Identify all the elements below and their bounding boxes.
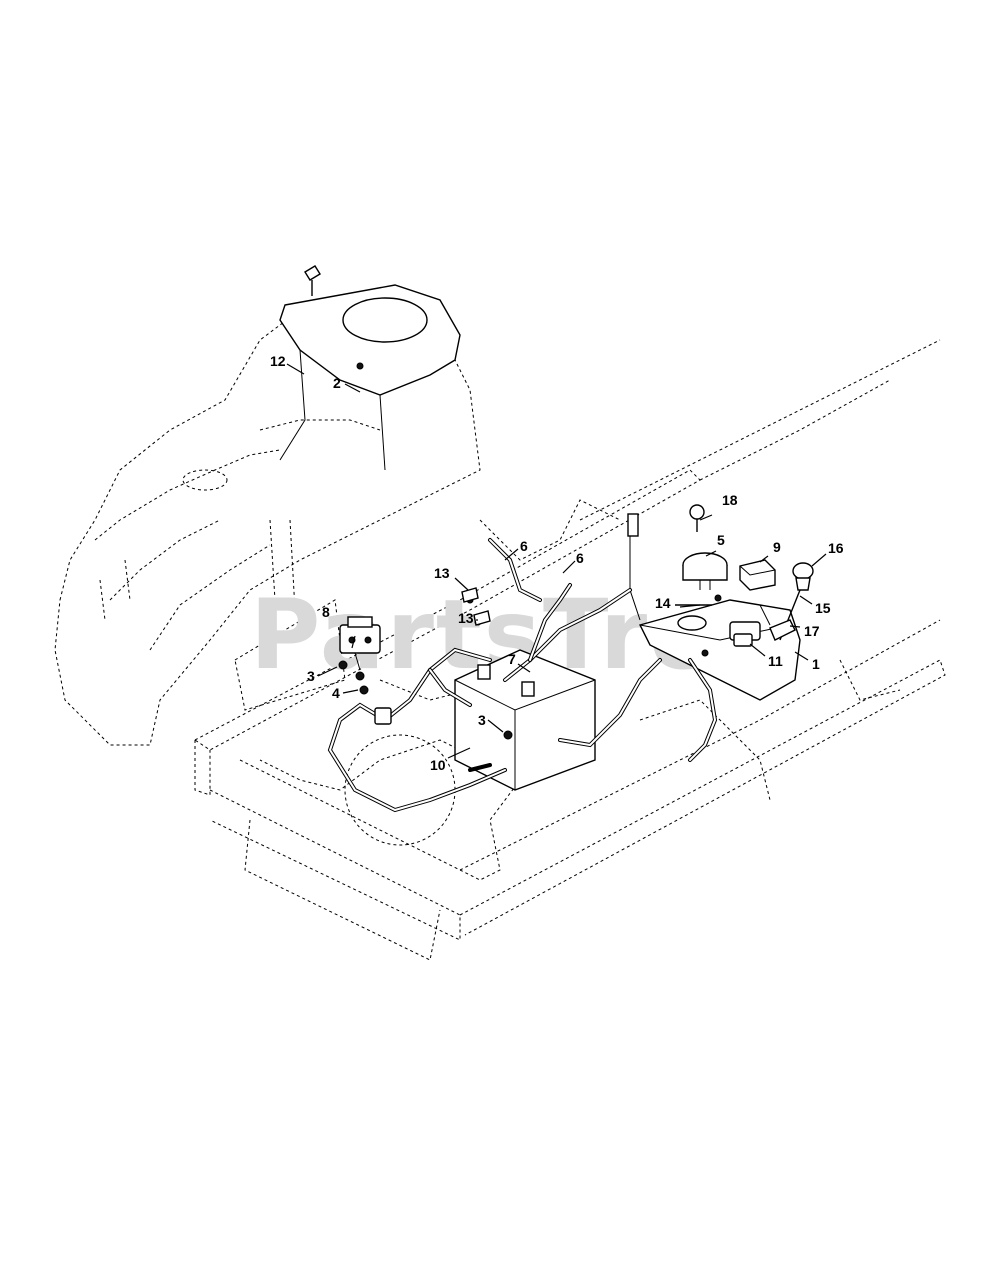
callout-17: 17: [804, 623, 820, 639]
callout-13-upper: 13: [434, 565, 450, 581]
ignition-switch: [682, 552, 728, 590]
battery: [454, 649, 596, 791]
seat-shell: [54, 289, 481, 746]
solenoid: [339, 616, 381, 681]
callout-9: 9: [773, 539, 781, 555]
rocker-switch: [739, 559, 776, 591]
callout-3-battery: 3: [478, 712, 486, 728]
bracket-17: [769, 619, 796, 641]
callout-15: 15: [815, 600, 831, 616]
frame-chassis: [194, 339, 946, 961]
callout-13-lower: 13: [458, 610, 474, 626]
wire-clips: [461, 587, 491, 626]
control-console: [627, 513, 801, 701]
ignition-key: [689, 504, 705, 532]
callout-labels: 12 2 18 5 9 16 6 6 13 13 14 15 17 8 7 11…: [270, 353, 844, 773]
callout-16: 16: [828, 540, 844, 556]
callout-8: 8: [322, 604, 330, 620]
callout-12: 12: [270, 353, 286, 369]
callout-6-upper: 6: [520, 538, 528, 554]
callout-5: 5: [717, 532, 725, 548]
callout-3-left: 3: [307, 668, 315, 684]
callout-6-lower: 6: [576, 550, 584, 566]
wire-harness: [327, 538, 718, 813]
callout-2: 2: [333, 375, 341, 391]
callout-10: 10: [430, 757, 446, 773]
callout-4: 4: [332, 685, 340, 701]
callout-18: 18: [722, 492, 738, 508]
dash-panel: [279, 284, 461, 471]
leader-lines: [286, 363, 827, 759]
callout-11: 11: [768, 653, 783, 669]
throttle-knob: [779, 562, 814, 641]
callout-14: 14: [655, 595, 671, 611]
callout-1: 1: [812, 656, 820, 672]
switch-11: [733, 633, 753, 647]
callout-7: 7: [508, 651, 516, 667]
